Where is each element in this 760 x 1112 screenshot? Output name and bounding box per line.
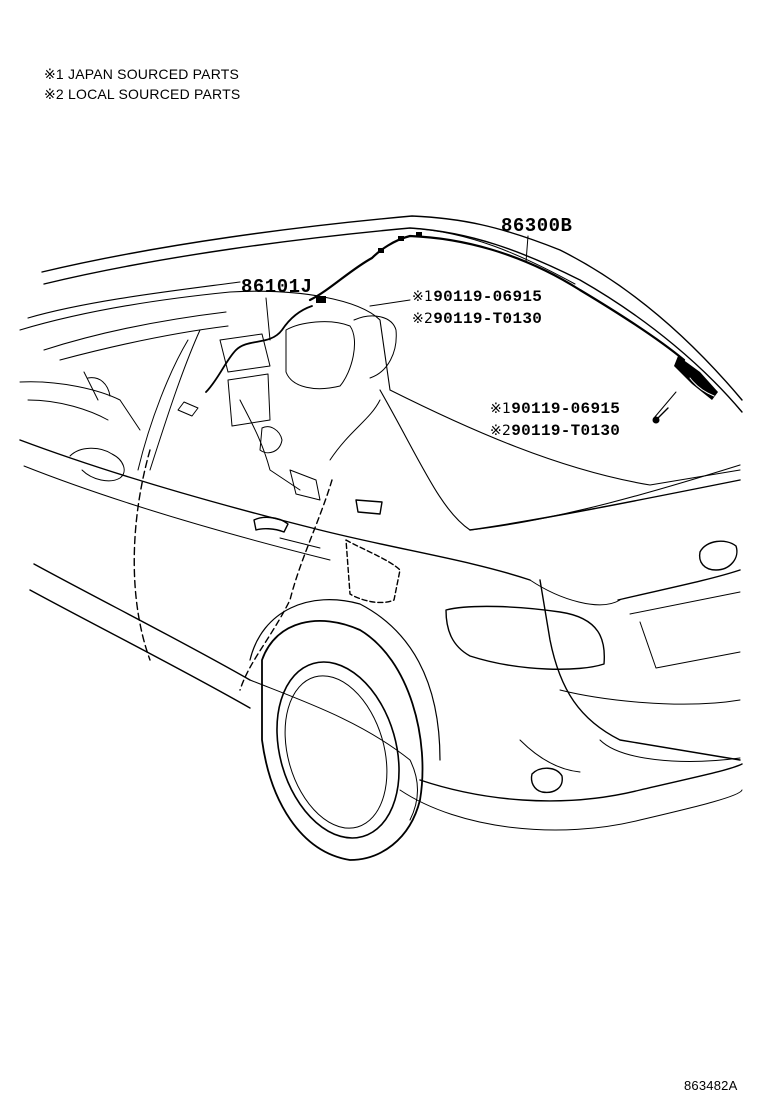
- legend-local-sourced: ※2 LOCAL SOURCED PARTS: [44, 86, 241, 102]
- local-sourced-mark: ※2: [412, 311, 434, 327]
- japan-sourced-mark: ※1: [490, 401, 512, 417]
- illustration-code: 863482A: [684, 1078, 738, 1093]
- part-label-upper-local: ※290119-T0130: [412, 310, 542, 328]
- body-side-outline: [19, 399, 531, 821]
- rear-wheel: [249, 599, 441, 861]
- interior-outline: [19, 315, 397, 501]
- trunk-outline: [399, 479, 743, 831]
- part-number: 90119-06915: [511, 400, 621, 418]
- part-label-lower-local: ※290119-T0130: [490, 422, 620, 440]
- part-number: 90119-T0130: [511, 422, 621, 440]
- rear-glass-outline: [19, 281, 741, 531]
- roof-outline: [41, 215, 743, 413]
- source-legend: ※1 JAPAN SOURCED PARTS ※2 LOCAL SOURCED …: [44, 64, 240, 104]
- part-label-lower-japan: ※190119-06915: [490, 400, 620, 418]
- bolt-icon: [652, 407, 669, 424]
- part-label-86101j: 86101J: [241, 276, 313, 298]
- leader-lines: [265, 235, 677, 419]
- part-label-upper-japan: ※190119-06915: [412, 288, 542, 306]
- antenna-cord-routing: [205, 232, 718, 400]
- legend-japan-sourced: ※1 JAPAN SOURCED PARTS: [44, 66, 240, 82]
- part-number: 90119-06915: [433, 288, 543, 306]
- part-number: 90119-T0130: [433, 310, 543, 328]
- japan-sourced-mark: ※1: [412, 289, 434, 305]
- part-label-86300b: 86300B: [501, 215, 573, 237]
- local-sourced-mark: ※2: [490, 423, 512, 439]
